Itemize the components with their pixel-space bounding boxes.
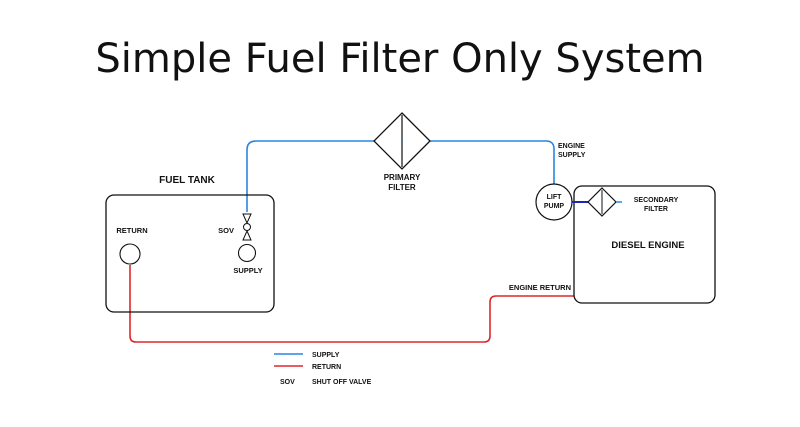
tank-return-label: RETURN bbox=[116, 226, 147, 235]
tank-supply-label: SUPPLY bbox=[233, 266, 262, 275]
secondary-filter-icon bbox=[587, 187, 617, 217]
primary-filter-icon bbox=[373, 112, 431, 170]
legend-supply-label: SUPPLY bbox=[312, 352, 340, 359]
legend: SUPPLY RETURN SOV SHUT OFF VALVE bbox=[274, 352, 372, 386]
return-line bbox=[129, 265, 574, 343]
lift-pump bbox=[535, 183, 573, 221]
engine-return-label: ENGINE RETURN bbox=[509, 283, 571, 292]
primary-filter-label-line2: FILTER bbox=[388, 183, 416, 192]
primary-filter-label-line1: PRIMARY bbox=[384, 173, 421, 182]
supply-line bbox=[246, 140, 555, 212]
legend-return-label: RETURN bbox=[312, 364, 341, 371]
secondary-filter-label-line2: FILTER bbox=[644, 206, 668, 213]
secondary-filter-label-line1: SECONDARY bbox=[634, 197, 679, 204]
engine-supply-label-line2: SUPPLY bbox=[558, 152, 586, 159]
engine-supply-label-line1: ENGINE bbox=[558, 143, 585, 150]
shut-off-valve-icon bbox=[242, 213, 252, 241]
diesel-engine bbox=[573, 185, 716, 304]
tank-supply-port bbox=[237, 243, 257, 263]
diesel-engine-label: DIESEL ENGINE bbox=[611, 240, 684, 251]
legend-sov-label: SHUT OFF VALVE bbox=[312, 379, 372, 386]
fuel-tank bbox=[105, 194, 275, 313]
lift-pump-label-line2: PUMP bbox=[544, 203, 565, 210]
tank-return-port bbox=[119, 243, 141, 265]
lift-pump-label-line1: LIFT bbox=[547, 194, 562, 201]
fuel-tank-label: FUEL TANK bbox=[159, 175, 216, 186]
legend-sov-key: SOV bbox=[280, 379, 295, 386]
sov-label: SOV bbox=[218, 226, 234, 235]
diagram-title: Simple Fuel Filter Only System bbox=[95, 36, 704, 82]
